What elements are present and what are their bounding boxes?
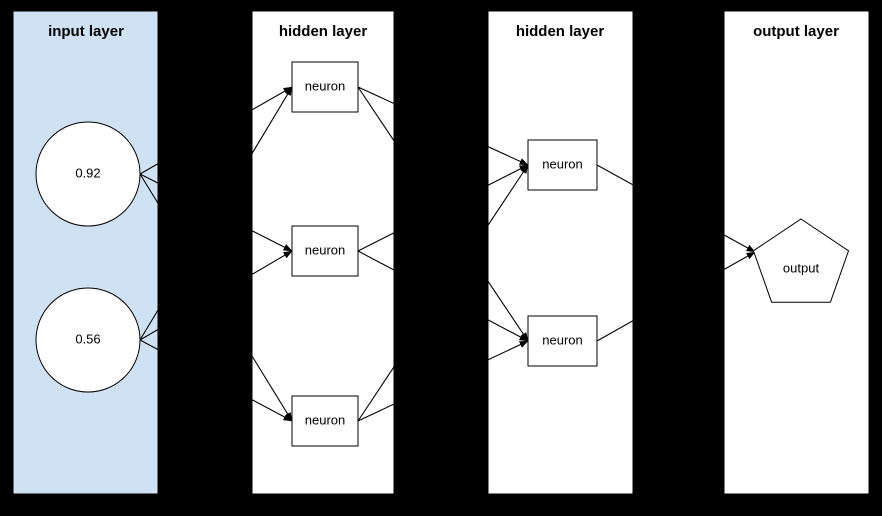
- edge-input-2-to-h1-neuron-2: [139, 250, 293, 341]
- panel-title-input-layer: input layer: [48, 23, 124, 40]
- node-shape-h2-neuron-1[interactable]: [527, 139, 598, 191]
- node-shape-h1-neuron-3[interactable]: [291, 395, 359, 447]
- node-shape-output-node[interactable]: [752, 218, 850, 303]
- edge-input-2-to-h1-neuron-1: [139, 86, 293, 341]
- panel-input-layer: [12, 10, 159, 495]
- edge-h1-neuron-3-to-h2-neuron-2: [357, 340, 529, 422]
- node-label-h1-neuron-2: neuron: [305, 242, 345, 257]
- node-label-h2-neuron-1: neuron: [542, 156, 582, 171]
- edge-h1-neuron-3-to-h2-neuron-1: [357, 164, 529, 422]
- edge-input-2-to-h1-neuron-3: [139, 339, 293, 422]
- node-label-h1-neuron-3: neuron: [305, 412, 345, 427]
- edge-h2-neuron-2-to-output-node: [596, 251, 756, 342]
- node-shape-h1-neuron-1[interactable]: [291, 61, 359, 113]
- node-label-input-1: 0.92: [75, 165, 100, 180]
- layer-panel-titles: input layer hidden layer hidden layer outpu…: [48, 23, 839, 40]
- node-shape-input-1[interactable]: [35, 121, 141, 227]
- panel-hidden-layer-2: [487, 10, 634, 495]
- edge-input-1-to-h1-neuron-3: [139, 173, 293, 422]
- edge-input-1-to-h1-neuron-1: [139, 86, 293, 175]
- connection-edges: [139, 86, 756, 422]
- panel-title-hidden-layer-1: hidden layer: [279, 23, 368, 40]
- panel-title-output-layer: output layer: [753, 23, 839, 40]
- edge-h1-neuron-2-to-h2-neuron-1: [357, 164, 529, 252]
- node-shape-input-2[interactable]: [35, 287, 141, 393]
- node-label-h2-neuron-2: neuron: [542, 332, 582, 347]
- panel-title-hidden-layer-2: hidden layer: [516, 23, 605, 40]
- edge-h1-neuron-1-to-h2-neuron-1: [357, 86, 529, 166]
- edge-h1-neuron-1-to-h2-neuron-2: [357, 86, 529, 342]
- node-shape-h2-neuron-2[interactable]: [527, 315, 598, 367]
- node-label-output-node: output: [783, 260, 820, 275]
- layer-panels: [12, 10, 870, 495]
- node-label-h1-neuron-1: neuron: [305, 78, 345, 93]
- layer-nodes: 0.92 0.56 neuron neuron neuron neuron neuron ou…: [35, 61, 850, 447]
- edge-h1-neuron-2-to-h2-neuron-2: [357, 250, 529, 342]
- edge-h2-neuron-1-to-output-node: [596, 164, 756, 253]
- node-label-input-2: 0.56: [75, 331, 100, 346]
- node-shape-h1-neuron-2[interactable]: [291, 225, 359, 277]
